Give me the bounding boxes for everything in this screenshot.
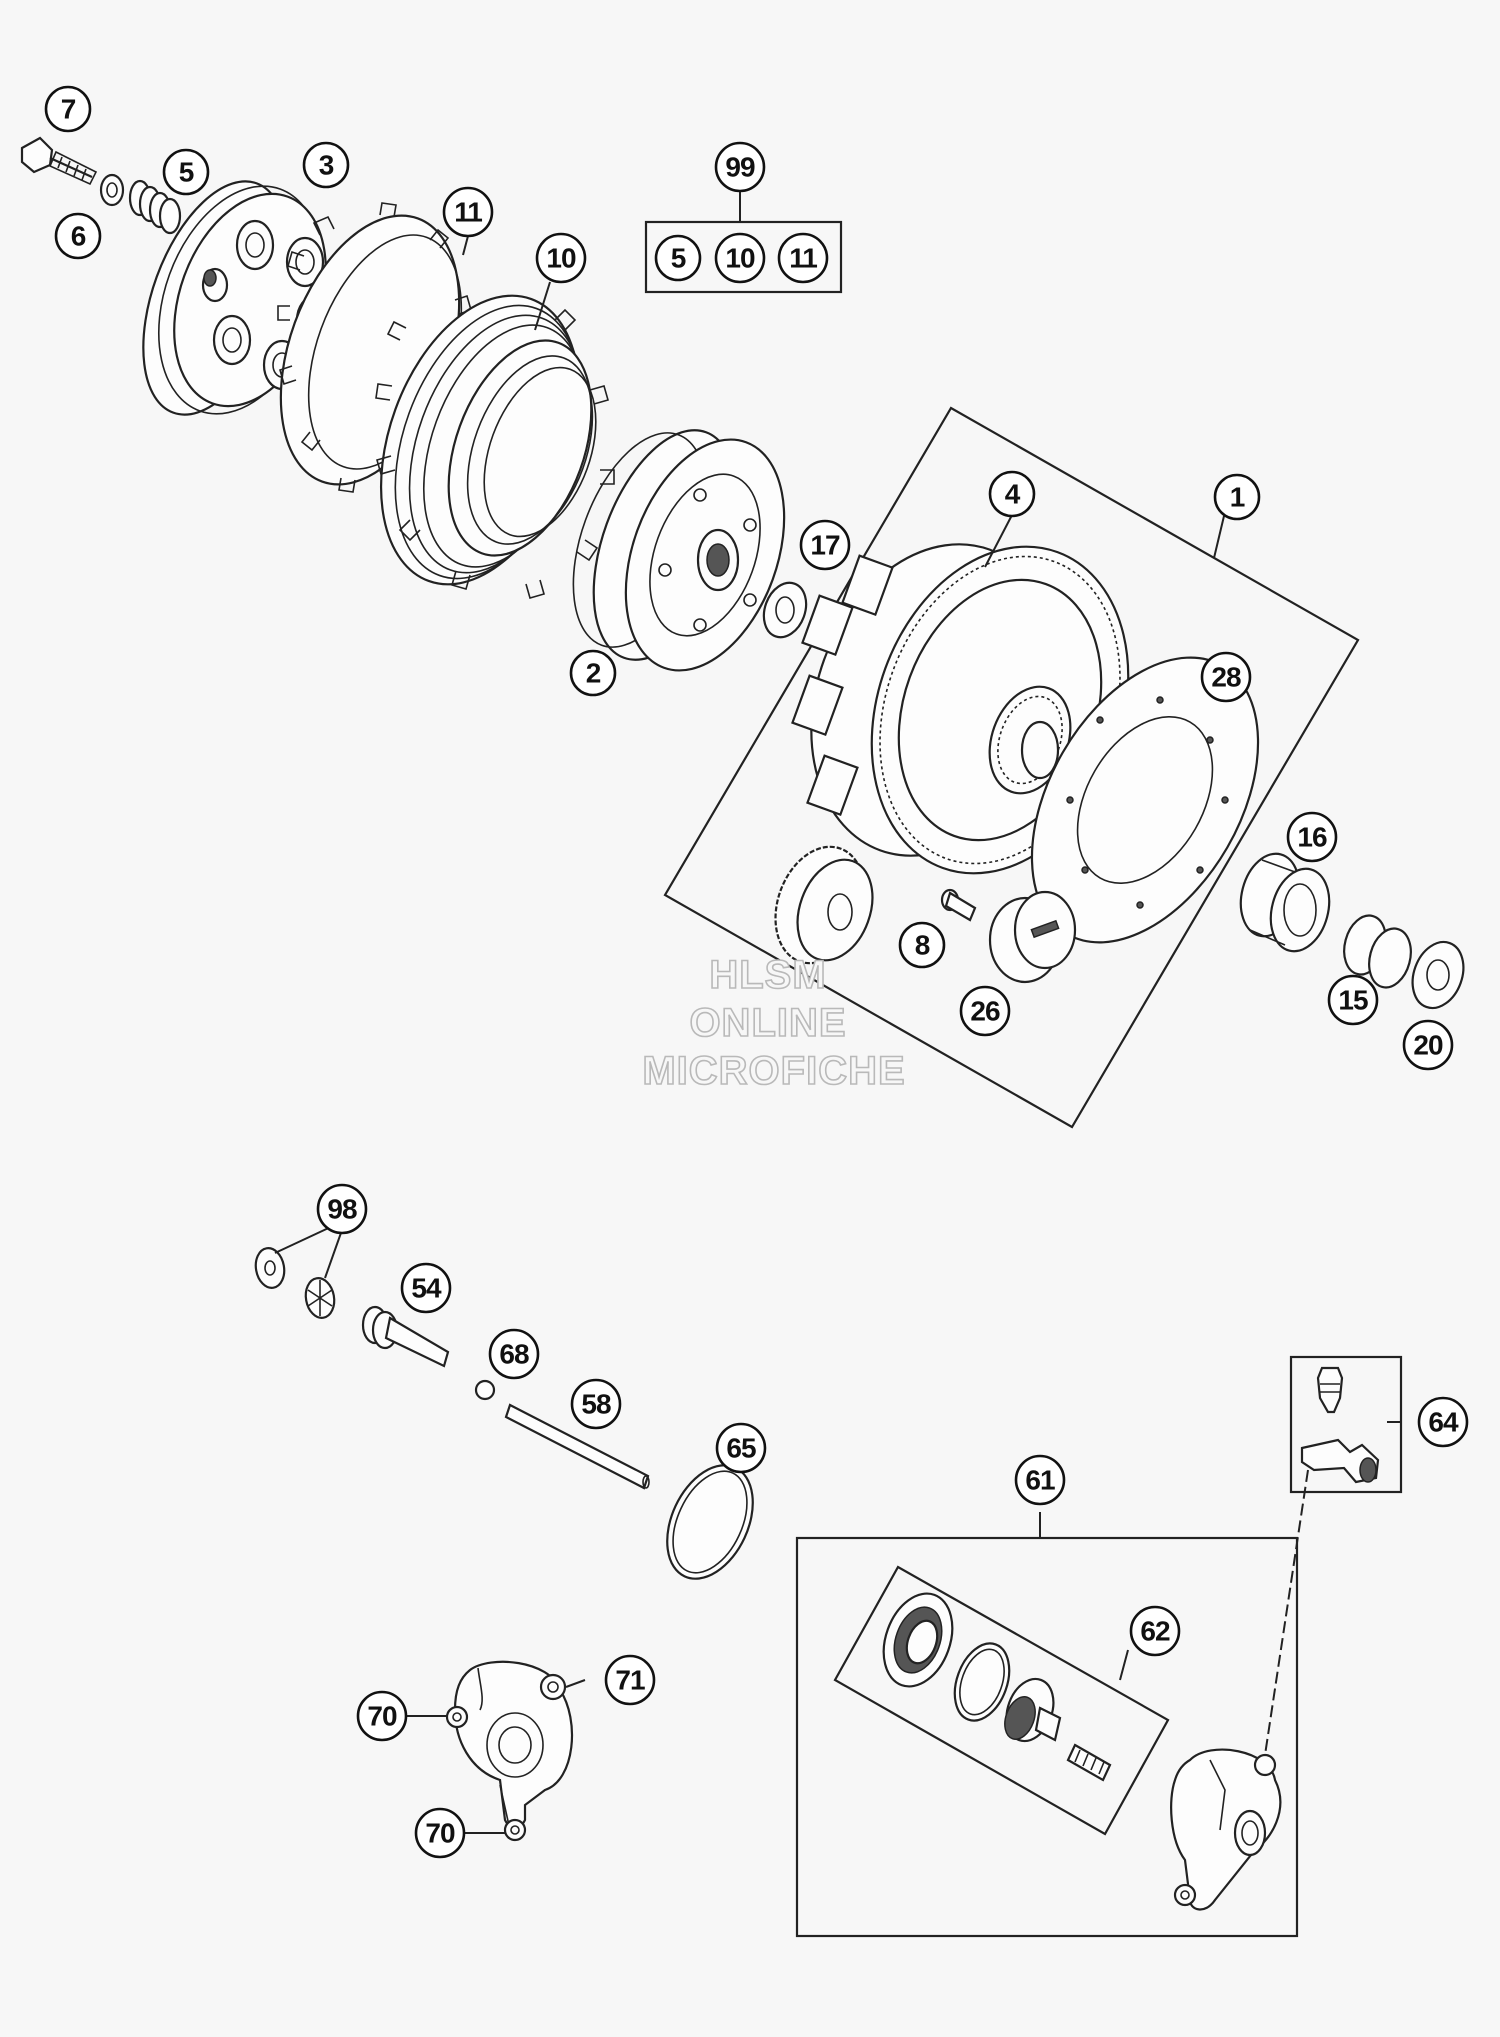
callout-7-label: 7 [61,94,76,125]
callout-99-item-10-label: 10 [725,243,755,274]
callout-6[interactable]: 6 [54,212,102,260]
callout-4[interactable]: 4 [988,470,1036,518]
part-20-washer [1411,940,1465,1010]
kit-61-box [795,1536,1299,1938]
callout-17[interactable]: 17 [799,519,851,571]
callout-8-label: 8 [915,930,930,961]
callout-28[interactable]: 28 [1200,651,1252,703]
callout-99-item-11-label: 11 [789,243,817,274]
callout-28-label: 28 [1211,662,1241,693]
callout-68-label: 68 [499,1339,529,1370]
callout-15[interactable]: 15 [1327,974,1379,1026]
callout-7[interactable]: 7 [44,85,92,133]
bleeder-dashed-leader [1264,1469,1309,1756]
callout-5[interactable]: 5 [162,148,210,196]
part-7-bolt [20,136,98,186]
callout-1[interactable]: 1 [1213,473,1261,521]
intermediate-gear [774,845,874,965]
part-15-bushing [1343,914,1412,989]
part-68-ball [474,1379,496,1401]
callout-3[interactable]: 3 [302,141,350,189]
watermark-line-2: ONLINE [689,1001,846,1045]
part-17-washer [762,581,808,639]
callout-20[interactable]: 20 [1402,1019,1454,1071]
callout-65-label: 65 [726,1433,756,1464]
part-58-rod [504,1403,650,1490]
callout-16-label: 16 [1297,822,1327,853]
callout-64-label: 64 [1428,1407,1459,1438]
callout-99-item-11[interactable]: 11 [777,232,829,284]
callout-70-upper[interactable]: 70 [356,1690,408,1742]
kit-62-box [833,1565,1170,1836]
slave-cylinder-assembly [1170,1748,1282,1911]
callout-58[interactable]: 58 [570,1378,622,1430]
callout-54-label: 54 [411,1273,442,1304]
part-98-washers [254,1247,336,1319]
callout-71[interactable]: 71 [604,1654,656,1706]
callout-17-label: 17 [810,530,840,561]
callout-5-label: 5 [179,157,194,188]
callout-99-item-5-label: 5 [671,243,686,274]
callout-10-label: 10 [546,243,576,274]
callout-58-label: 58 [581,1389,611,1420]
callout-98-label: 98 [327,1194,357,1225]
part-26-cap [988,890,1077,984]
callout-65[interactable]: 65 [715,1422,767,1474]
callout-10[interactable]: 10 [535,232,587,284]
part-54-pushrod [361,1305,450,1368]
watermark-line-3: MICROFICHE [642,1049,905,1093]
callout-68[interactable]: 68 [488,1328,540,1380]
part-10-clutch-plates [375,294,615,599]
callout-26-label: 26 [970,996,1000,1027]
callout-11[interactable]: 11 [442,186,494,238]
callout-61[interactable]: 61 [1014,1454,1066,1506]
part-8-pin [940,888,977,922]
callout-26[interactable]: 26 [959,985,1011,1037]
callout-71-label: 71 [615,1665,645,1696]
watermark-line-1: HLSM [709,953,826,997]
callout-64[interactable]: 64 [1417,1396,1469,1448]
callout-98[interactable]: 98 [316,1183,368,1235]
callout-11-label: 11 [454,197,482,228]
part-16-bearing [1239,852,1331,953]
callout-62-label: 62 [1140,1616,1170,1647]
callout-15-label: 15 [1338,985,1368,1016]
part-5-spring [128,179,182,235]
slave-cylinder [445,1660,574,1842]
callout-1-label: 1 [1230,482,1245,513]
part-6-washer [99,173,125,207]
callout-99[interactable]: 99 [714,141,766,193]
part-65-oring [666,1464,754,1580]
callout-70-upper-label: 70 [367,1701,397,1732]
callout-2[interactable]: 2 [569,649,617,697]
callout-99-item-10[interactable]: 10 [714,232,766,284]
callout-20-label: 20 [1413,1030,1443,1061]
leader-lines [274,190,1401,1834]
part-2-inner-hub [572,429,786,672]
callout-6-label: 6 [71,221,86,252]
callout-70-lower-label: 70 [425,1818,455,1849]
callout-54[interactable]: 54 [400,1262,452,1314]
callout-4-label: 4 [1005,479,1021,510]
callout-70-lower[interactable]: 70 [414,1807,466,1859]
callout-99-label: 99 [725,152,755,183]
callout-8[interactable]: 8 [898,921,946,969]
callout-16[interactable]: 16 [1286,811,1338,863]
callout-62[interactable]: 62 [1129,1605,1181,1657]
part-62-seal-set [882,1592,1112,1782]
callout-61-label: 61 [1025,1465,1055,1496]
callout-3-label: 3 [319,150,334,181]
callout-99-item-5[interactable]: 5 [654,234,702,282]
callout-2-label: 2 [586,658,601,689]
kit-64-box [1289,1355,1403,1494]
kit-99-box [644,220,843,294]
part-64-bleeder [1300,1366,1380,1484]
watermark: HLSM ONLINE MICROFICHE [642,952,906,1094]
